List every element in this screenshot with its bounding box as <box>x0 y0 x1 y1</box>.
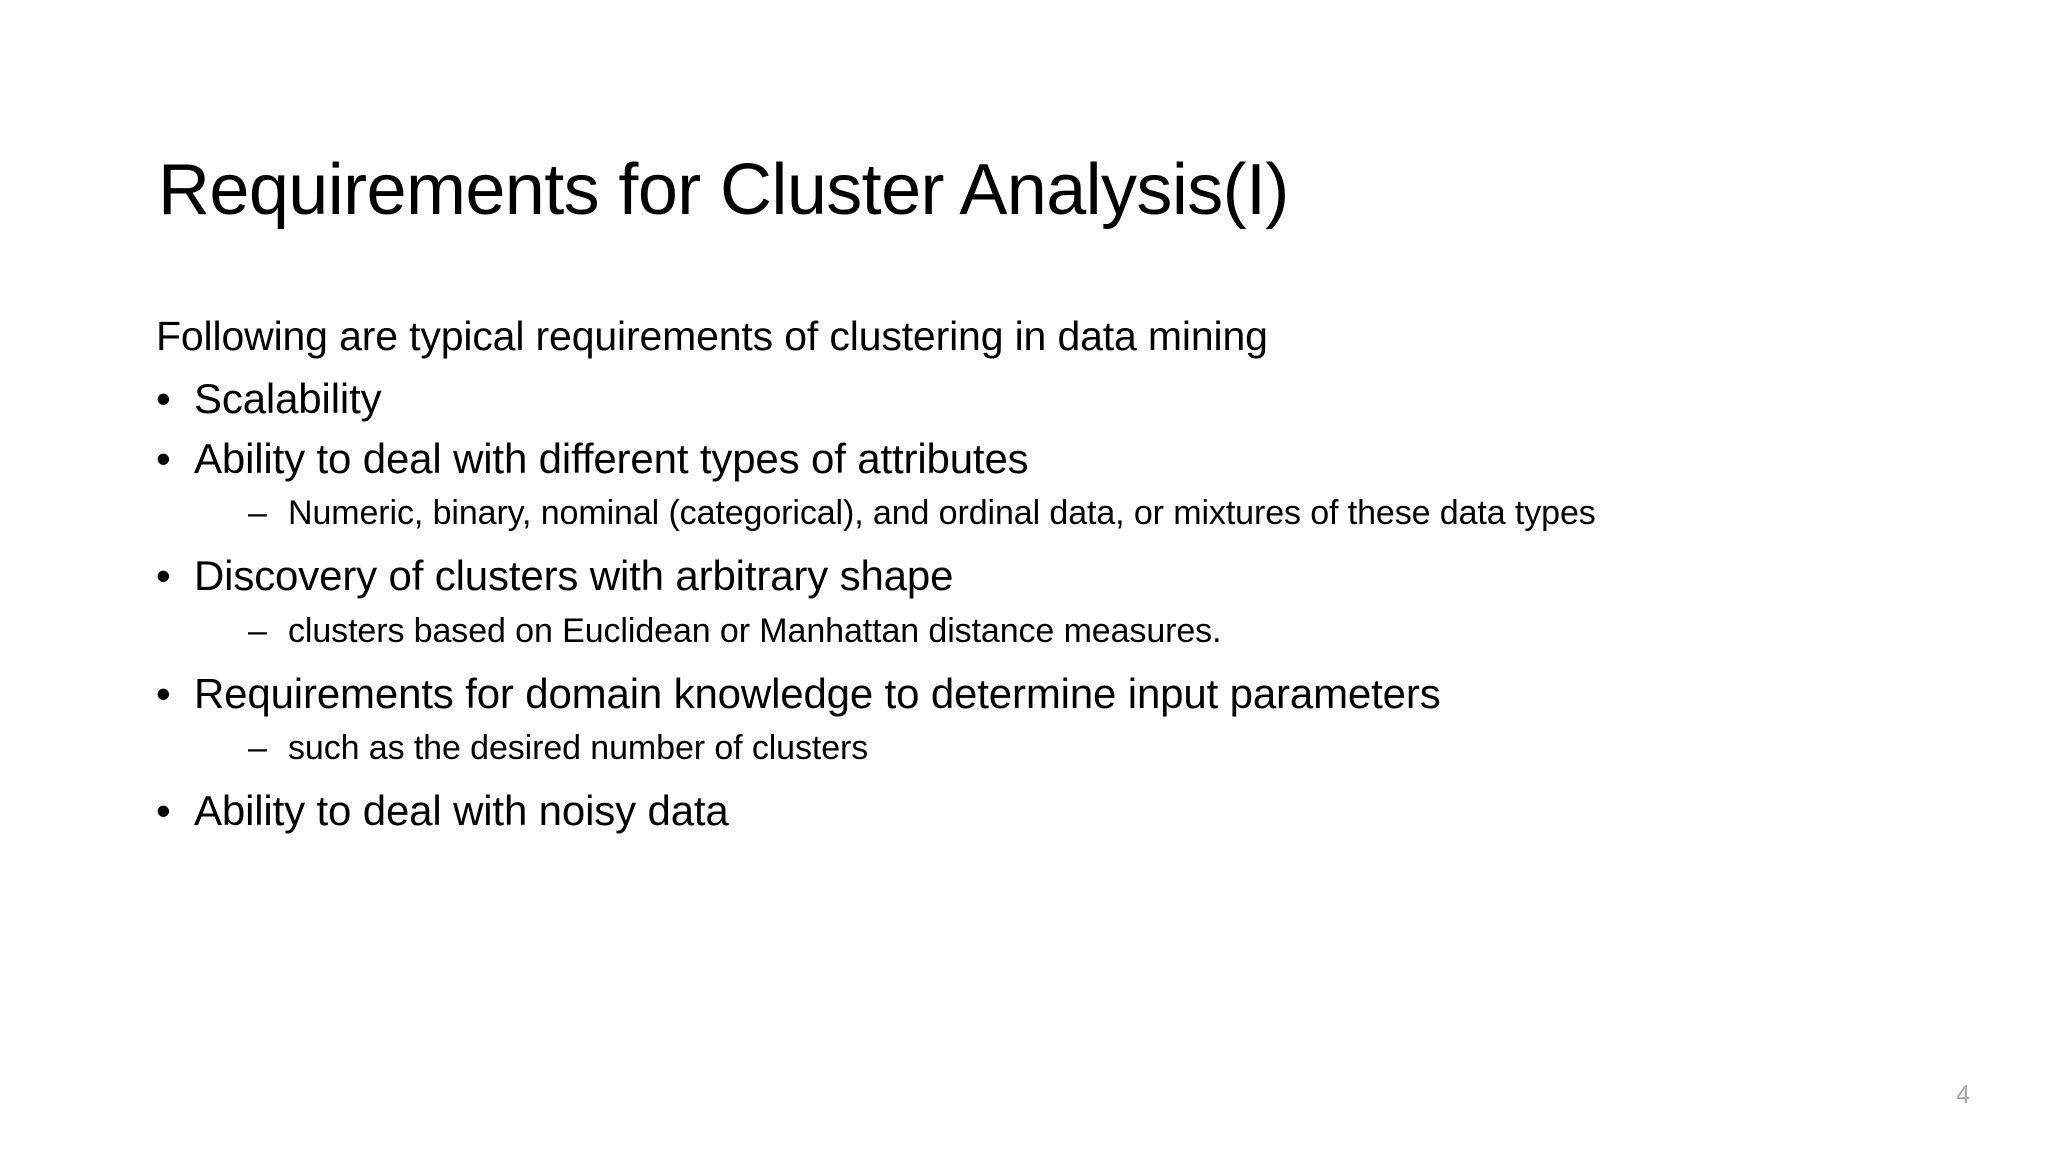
slide-title: Requirements for Cluster Analysis(I) <box>158 150 1289 231</box>
bullet-label: Requirements for domain knowledge to det… <box>194 669 1441 717</box>
sub-bullet-label: clusters based on Euclidean or Manhattan… <box>288 611 1222 650</box>
spacer <box>152 778 1942 786</box>
bullet-item-scalability: • Scalability <box>152 374 1942 424</box>
sub-bullet-item-distance-measures: – clusters based on Euclidean or Manhatt… <box>152 611 1942 652</box>
bullet-label: Discovery of clusters with arbitrary sha… <box>194 552 954 600</box>
slide-body-placeholder[interactable]: Following are typical requirements of cl… <box>152 312 1942 846</box>
bullet-dot-icon: • <box>156 787 171 835</box>
spacer <box>152 543 1942 551</box>
bullet-dot-icon: • <box>156 552 171 600</box>
bullet-dot-icon: • <box>156 669 171 717</box>
bullet-item-domain-knowledge: • Requirements for domain knowledge to d… <box>152 669 1942 719</box>
sub-bullet-item-data-types: – Numeric, binary, nominal (categorical)… <box>152 493 1942 534</box>
bullet-dot-icon: • <box>156 434 171 482</box>
bullet-label: Scalability <box>194 375 382 423</box>
sub-bullet-item-desired-cluster-count: – such as the desired number of clusters <box>152 728 1942 769</box>
bullet-dash-icon: – <box>248 611 267 650</box>
spacer <box>152 661 1942 669</box>
bullet-dash-icon: – <box>248 494 267 533</box>
slide-number: 4 <box>1956 1081 1970 1109</box>
bullet-item-noisy-data: • Ability to deal with noisy data <box>152 786 1942 836</box>
bullet-item-attribute-types: • Ability to deal with different types o… <box>152 434 1942 484</box>
bullet-dash-icon: – <box>248 729 267 768</box>
sub-bullet-label: Numeric, binary, nominal (categorical), … <box>288 494 1596 533</box>
bullet-label: Ability to deal with noisy data <box>194 787 729 835</box>
bullet-dot-icon: • <box>156 375 171 423</box>
bullet-item-arbitrary-shape: • Discovery of clusters with arbitrary s… <box>152 551 1942 601</box>
bullet-label: Ability to deal with different types of … <box>194 434 1029 482</box>
sub-bullet-label: such as the desired number of clusters <box>288 729 869 768</box>
intro-paragraph: Following are typical requirements of cl… <box>156 313 1268 359</box>
